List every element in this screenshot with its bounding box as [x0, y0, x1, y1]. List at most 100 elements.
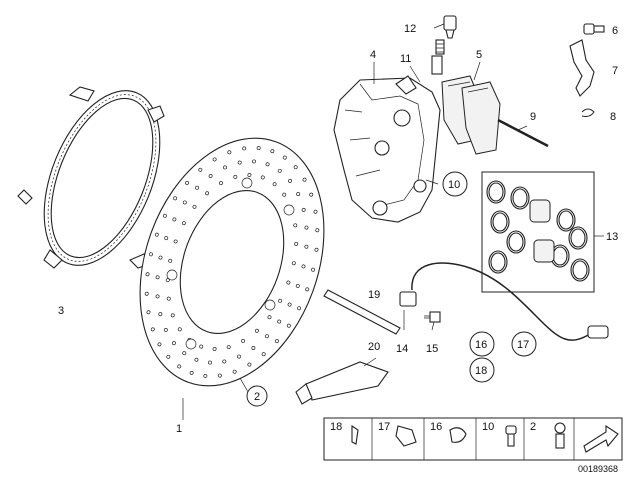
- callout-labels: 1 2 3 4 5 6 7 8 9 10 11 12 13 14 15 16 1…: [58, 23, 618, 435]
- disc-hole: [274, 339, 279, 344]
- screw-icon: [505, 425, 517, 447]
- disc-hole: [163, 328, 168, 332]
- disc-hole: [252, 159, 256, 164]
- disc-hole: [212, 347, 217, 351]
- arrow-icon: [583, 424, 619, 453]
- disc-hole: [301, 264, 306, 269]
- disc-hole: [145, 272, 150, 277]
- disc-hole: [222, 359, 227, 364]
- label-4: 4: [370, 49, 376, 61]
- disc-hole: [177, 364, 182, 369]
- disc-hole: [148, 252, 153, 257]
- cable-clip-icon: [449, 427, 467, 443]
- disc-hole: [218, 181, 223, 186]
- disc-hole: [261, 352, 266, 357]
- disc-hole: [287, 302, 292, 307]
- label-5: 5: [476, 49, 482, 61]
- label-18: 18: [475, 365, 487, 377]
- spring-clip-bracket: [569, 39, 595, 97]
- grease-tube: [295, 361, 389, 405]
- seal-ring: [490, 252, 506, 272]
- label-7: 7: [612, 65, 618, 77]
- disc-hole: [189, 370, 194, 375]
- disc-hole: [155, 275, 160, 280]
- disc-hole: [203, 373, 208, 378]
- disc-hole: [164, 236, 169, 241]
- disc-hole: [293, 165, 298, 170]
- disc-hole: [297, 306, 301, 311]
- label-12: 12: [404, 23, 416, 35]
- label-19: 19: [368, 289, 380, 301]
- legend-label-10: 10: [482, 421, 494, 433]
- disc-hole: [251, 346, 256, 350]
- legend-label-2: 2: [530, 421, 536, 433]
- disc-hole: [171, 341, 176, 346]
- disc-hole: [172, 217, 177, 222]
- disc-hole: [181, 221, 186, 226]
- hardware-screw: [583, 23, 605, 35]
- disc-hole: [155, 294, 160, 299]
- disc-hole: [291, 261, 296, 266]
- label-16: 16: [475, 339, 487, 351]
- disc-hole: [315, 228, 320, 233]
- disc-hole: [277, 168, 282, 173]
- disc-hole: [182, 351, 187, 356]
- disc-hole: [170, 313, 175, 318]
- disc-hole: [260, 175, 265, 180]
- label-14: 14: [396, 343, 408, 355]
- disc-hole: [311, 267, 316, 272]
- seal-ring: [572, 260, 588, 280]
- label-9: 9: [530, 111, 536, 123]
- pad-retainer-clip: [581, 108, 595, 117]
- disc-hole: [282, 155, 287, 160]
- caliper-piston: [529, 199, 551, 223]
- seal-ring: [492, 212, 508, 232]
- label-6: 6: [612, 25, 618, 37]
- disc-hole: [247, 173, 252, 177]
- disc-hole: [163, 213, 167, 218]
- disc-hole: [295, 283, 300, 288]
- disc-hole: [177, 327, 182, 332]
- disc-hole: [166, 296, 171, 301]
- disc-hole: [212, 157, 217, 162]
- label-17: 17: [517, 339, 529, 351]
- label-10: 10: [448, 179, 460, 191]
- seal-ring: [552, 246, 568, 266]
- disc-hole: [237, 160, 242, 165]
- disc-hole: [242, 146, 247, 151]
- reference-number: 00189368: [578, 464, 618, 474]
- disc-hole: [254, 328, 259, 333]
- disc-hole: [158, 255, 163, 260]
- legend-label-18: 18: [330, 421, 342, 433]
- disc-hole: [157, 342, 162, 347]
- disc-hole: [144, 291, 149, 296]
- disc-hole: [301, 207, 306, 212]
- disc-hole: [232, 369, 237, 374]
- disc-hole: [272, 182, 277, 187]
- disc-hole: [265, 162, 270, 167]
- disc-hole: [194, 357, 199, 362]
- disc-hole: [227, 150, 232, 155]
- brake-disc: [139, 137, 325, 387]
- label-20: 20: [368, 341, 380, 353]
- disc-hole: [282, 192, 287, 197]
- disc-hole: [278, 298, 283, 303]
- clip-icon: [351, 424, 359, 445]
- disc-hole: [270, 149, 275, 154]
- label-2: 2: [254, 391, 260, 403]
- disc-hole: [199, 344, 204, 349]
- seal-ring: [488, 182, 504, 202]
- label-3: 3: [58, 305, 64, 317]
- disc-hole: [313, 209, 318, 214]
- cable-tie: [323, 289, 401, 335]
- disc-hole: [173, 239, 178, 244]
- disc-hole: [241, 338, 246, 343]
- disc-hole: [304, 225, 309, 230]
- disc-hole: [195, 185, 200, 190]
- disc-hole: [192, 204, 197, 209]
- abs-sensor-ring: [17, 86, 165, 269]
- legend-label-16: 16: [430, 421, 442, 433]
- disc-hole: [217, 373, 222, 378]
- disc-hole: [168, 258, 173, 263]
